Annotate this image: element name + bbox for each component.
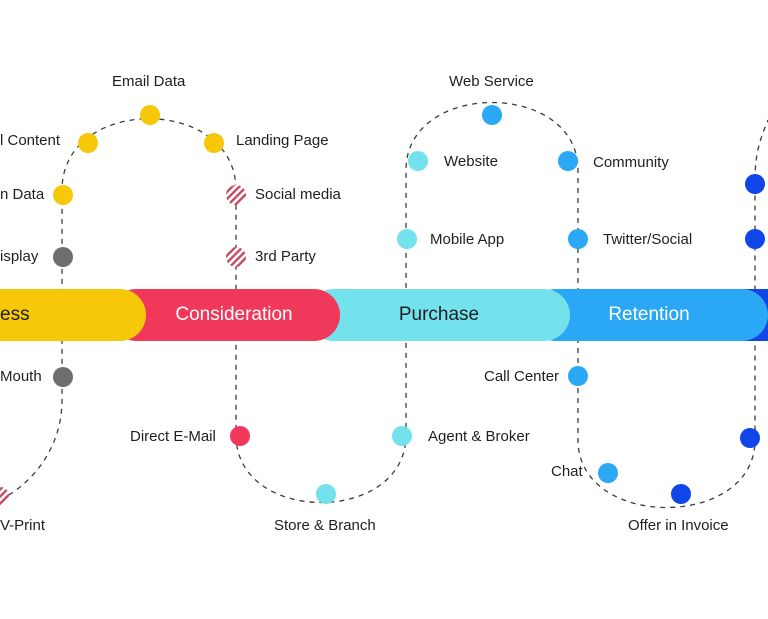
website-dot[interactable]: [408, 151, 428, 171]
stage-retention-band: Retention: [530, 289, 768, 341]
advocacy-dot-lower[interactable]: [740, 428, 760, 448]
label-mobile-app: Mobile App: [430, 231, 505, 248]
label-content: l Content: [0, 132, 61, 149]
label-n-data: n Data: [0, 186, 45, 203]
content-dot[interactable]: [78, 133, 98, 153]
label-chat: Chat: [551, 463, 583, 480]
label-v-print: V-Print: [0, 517, 46, 534]
web-service-dot[interactable]: [482, 105, 502, 125]
social-media-dot[interactable]: [226, 185, 246, 205]
twitter-social-dot[interactable]: [568, 229, 588, 249]
third-party-dot[interactable]: [226, 247, 246, 267]
advocacy-dot-middle[interactable]: [745, 229, 765, 249]
direct-email-dot[interactable]: [230, 426, 250, 446]
v-print-dot[interactable]: [0, 487, 9, 505]
label-landing-page: Landing Page: [236, 132, 329, 149]
label-call-center: Call Center: [484, 368, 560, 385]
store-branch-dot[interactable]: [316, 484, 336, 504]
journey-path: [0, 102, 768, 508]
label-display: isplay: [0, 248, 39, 265]
chat-dot[interactable]: [598, 463, 618, 483]
offer-invoice-dot[interactable]: [671, 484, 691, 504]
label-twitter-social: Twitter/Social: [603, 231, 693, 248]
label-email-data: Email Data: [112, 73, 186, 90]
n-data-dot[interactable]: [53, 185, 73, 205]
stage-purchase-band: Purchase: [308, 289, 570, 341]
community-dot[interactable]: [558, 151, 578, 171]
display-dot[interactable]: [53, 247, 73, 267]
label-offer-invoice: Offer in Invoice: [628, 517, 729, 534]
label-mouth: Mouth: [0, 368, 42, 385]
stage-awareness-band: ess: [0, 289, 146, 341]
label-website: Website: [444, 153, 498, 170]
label-store-branch: Store & Branch: [274, 517, 376, 534]
label-agent-broker: Agent & Broker: [428, 428, 530, 445]
stage-consideration-band: Consideration: [110, 289, 340, 341]
call-center-dot[interactable]: [568, 366, 588, 386]
label-direct-email: Direct E-Mail: [130, 428, 216, 445]
stage-retention-label: Retention: [608, 304, 690, 325]
mouth-dot[interactable]: [53, 367, 73, 387]
label-web-service: Web Service: [449, 73, 534, 90]
stage-awareness-label: ess: [0, 304, 30, 325]
label-community: Community: [593, 154, 669, 171]
advocacy-dot-upper[interactable]: [745, 174, 765, 194]
label-third-party: 3rd Party: [255, 248, 316, 265]
label-social-media: Social media: [255, 186, 341, 203]
mobile-app-dot[interactable]: [397, 229, 417, 249]
landing-page-dot[interactable]: [204, 133, 224, 153]
stage-consideration-label: Consideration: [175, 304, 293, 325]
email-data-dot[interactable]: [140, 105, 160, 125]
stage-purchase-label: Purchase: [398, 304, 480, 325]
agent-broker-dot[interactable]: [392, 426, 412, 446]
